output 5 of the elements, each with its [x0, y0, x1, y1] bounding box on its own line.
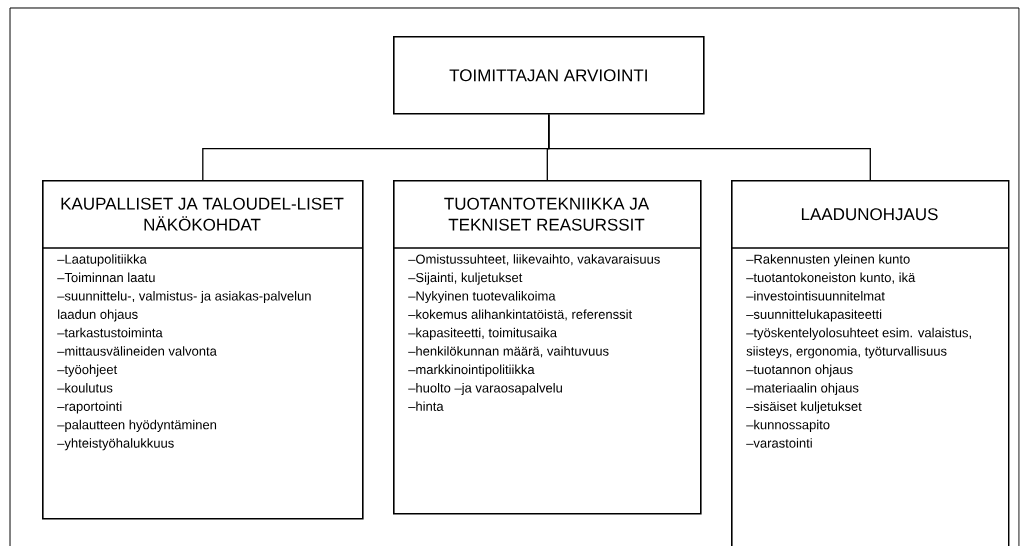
- category-box: KAUPALLISET JA TALOUDEL-LISET NÄKÖKOHDAT –Laatupolitiikka –Toiminnan laatu –suunnittelu-, valmistus- ja asiakas-palvelun laadun ohjaus –tarkastustoiminta –mittausvälineiden valvonta –työohjeet –koulutus –raportointi –palautteen hyödyntäminen –yhteistyöhalukkuus: [41, 180, 364, 520]
- category-box: TUOTANTOTEKNIIKKA JA TEKNISET REASURSSIT –Omistussuhteet, liikevaihto, vakavaraisuus –Sijainti, kuljetukset –Nykyinen tuotevalikoima –kokemus alihankintatöistä, referenssit –kapasiteetti, toimitusaika –henkilökunnan määrä, vaihtuvuus –markkinointipolitiikka –huolto –ja varaosapalvelu –hinta: [392, 180, 702, 515]
- title-box: TOIMITTAJAN ARVIOINTI: [393, 36, 705, 115]
- category-box: LAADUNOHJAUS –Rakennusten yleinen kunto –tuotantokoneiston kunto, ikä –investointisuunnitelmat –suunnittelukapasiteetti –työskentelyolosuhteet esim. valaistus, siisteys, ergonomia, työturvallisuus –tuotannon ohjaus –materiaalin ohjaus –sisäiset kuljetukset –kunnossapito –varastointi: [730, 180, 1010, 546]
- connector: [548, 113, 871, 181]
